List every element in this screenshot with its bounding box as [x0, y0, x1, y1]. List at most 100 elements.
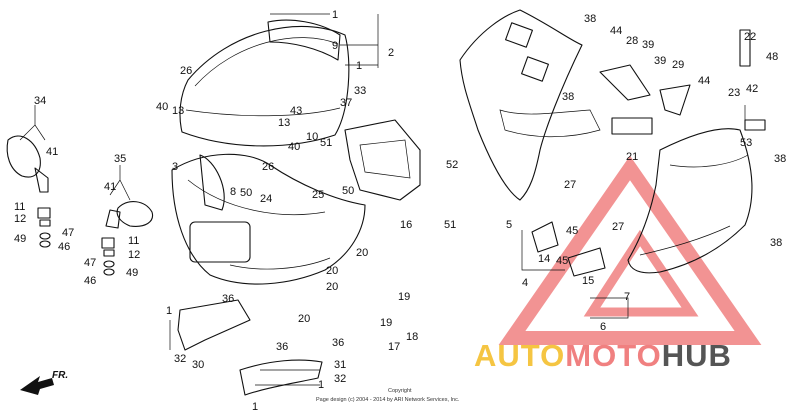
callout-c50b: 50: [342, 185, 354, 197]
callout-c38a: 38: [584, 13, 596, 25]
callout-c7: 7: [624, 291, 630, 303]
callout-c43: 43: [290, 105, 302, 117]
callout-c26a: 26: [180, 65, 192, 77]
callout-c32b: 32: [334, 373, 346, 385]
callout-c41a: 41: [46, 146, 58, 158]
callout-c13a: 13: [172, 105, 184, 117]
inner-fairing: [459, 9, 601, 201]
callout-c30: 30: [192, 359, 204, 371]
callout-c22: 22: [744, 31, 756, 43]
front-direction-arrow: [20, 376, 54, 395]
callout-c25: 25: [312, 189, 324, 201]
callout-c36c: 36: [276, 341, 288, 353]
callout-c20d: 20: [298, 313, 310, 325]
callout-c46a: 46: [58, 241, 70, 253]
callout-c10: 10: [306, 131, 318, 143]
callout-c49b: 49: [126, 267, 138, 279]
callout-c33: 33: [354, 85, 366, 97]
callout-c36a: 36: [222, 293, 234, 305]
callout-c2: 2: [388, 47, 394, 59]
callout-c24: 24: [260, 193, 272, 205]
callout-c46b: 46: [84, 275, 96, 287]
callout-c11a: 11: [14, 201, 25, 213]
callout-c37: 37: [340, 97, 352, 109]
callout-c27b: 27: [612, 221, 624, 233]
callout-c41b: 41: [104, 181, 116, 193]
watermark-part-moto: MOTO: [565, 338, 661, 373]
stay-bracket: [344, 119, 421, 201]
callout-c14: 14: [538, 253, 550, 265]
callout-c13b: 13: [278, 117, 290, 129]
callout-c39a: 39: [642, 39, 654, 51]
callout-c1e: 1: [252, 401, 258, 413]
callout-c17: 17: [388, 341, 400, 353]
windscreen: [179, 19, 350, 147]
callout-c40b: 40: [288, 141, 300, 153]
callout-c3: 3: [172, 161, 178, 173]
callout-c38b: 38: [562, 91, 574, 103]
callout-c44b: 44: [698, 75, 710, 87]
callout-c16: 16: [400, 219, 412, 231]
callout-c44a: 44: [610, 25, 622, 37]
lower-cowl: [627, 128, 753, 274]
callout-c39b: 39: [654, 55, 666, 67]
front-direction-label: FR.: [52, 370, 68, 381]
callout-c45b: 45: [556, 255, 568, 267]
callout-c4: 4: [522, 277, 528, 289]
callout-c21: 21: [626, 151, 638, 163]
side-panels: [531, 221, 606, 277]
callout-c40a: 40: [156, 101, 168, 113]
inner-panel-30: [177, 299, 251, 351]
callout-c32a: 32: [174, 353, 186, 365]
leader-lines: [19, 13, 746, 386]
callout-c9: 9: [332, 40, 338, 52]
callout-c12b: 12: [128, 249, 140, 261]
callout-c52: 52: [446, 159, 458, 171]
callout-c19b: 19: [380, 317, 392, 329]
callout-c18: 18: [406, 331, 418, 343]
callout-c12a: 12: [14, 213, 26, 225]
callout-c28: 28: [626, 35, 638, 47]
callout-c29: 29: [672, 59, 684, 71]
callout-c47a: 47: [62, 227, 74, 239]
copyright-heading: Copyright: [388, 388, 412, 394]
callout-c20c: 20: [326, 281, 338, 293]
watermark-part-hub: HUB: [662, 338, 732, 373]
watermark-logo: [498, 155, 762, 345]
callout-c35: 35: [114, 153, 126, 165]
callout-c27a: 27: [564, 179, 576, 191]
callout-c1d: 1: [318, 379, 324, 391]
callout-c34: 34: [34, 95, 46, 107]
callout-c38d: 38: [770, 237, 782, 249]
callout-c1b: 1: [356, 60, 362, 72]
callout-c11b: 11: [128, 235, 139, 247]
callout-c26b: 26: [262, 161, 274, 173]
callout-c1a: 1: [332, 9, 338, 21]
callout-c8: 8: [230, 186, 236, 198]
callout-c20a: 20: [356, 247, 368, 259]
callout-c48: 48: [766, 51, 778, 63]
callout-c36b: 36: [332, 337, 344, 349]
callout-c19a: 19: [398, 291, 410, 303]
callout-c15: 15: [582, 275, 594, 287]
copyright-notice: Page design (c) 2004 - 2014 by ARI Netwo…: [316, 397, 460, 403]
upper-cowl: [171, 153, 366, 285]
mirror-left: [6, 135, 49, 193]
inner-panel-31: [239, 359, 323, 396]
callout-c20b: 20: [326, 265, 338, 277]
callout-c38c: 38: [774, 153, 786, 165]
watermark-text: AUTOMOTOHUB: [474, 338, 732, 373]
callout-c53: 53: [740, 137, 752, 149]
watermark-part-auto: AUTO: [474, 338, 565, 373]
callout-numbers: 1 9 2 1 33 37 43 13 13 10 40 40 51 26 26…: [14, 9, 786, 413]
callout-c5: 5: [506, 219, 512, 231]
callout-c6: 6: [600, 321, 606, 333]
callout-c1c: 1: [166, 305, 172, 317]
callout-c47b: 47: [84, 257, 96, 269]
callout-c51b: 51: [444, 219, 456, 231]
callout-c49a: 49: [14, 233, 26, 245]
callout-c50a: 50: [240, 187, 252, 199]
callout-c31: 31: [334, 359, 346, 371]
